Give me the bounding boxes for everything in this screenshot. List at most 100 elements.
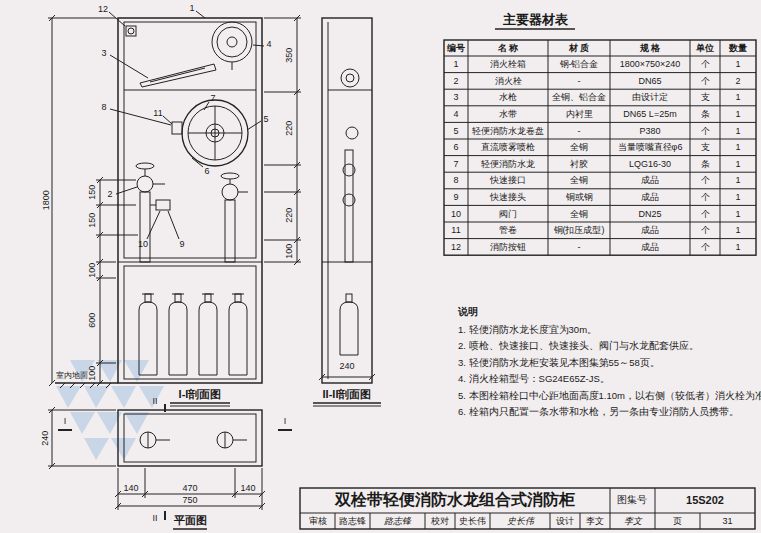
table-cell: 个 [701,126,710,136]
table-cell: 铜(扣压成型) [554,225,605,235]
table-cell: 个 [701,59,710,69]
table-title: 主要器材表 [503,13,568,28]
table-cell: 条 [701,109,710,119]
note-line: 6. 栓箱内只配置一条水带和水枪，另一条由专业消防人员携带。 [458,407,739,418]
table-cell: 12 [451,242,461,252]
table-header: 规 格 [640,43,661,53]
table-cell: 个 [701,175,710,185]
view-title: I-I剖面图 [179,388,222,401]
title-block-cell: 李文 [586,516,604,526]
dimension-text: 600 [88,312,98,327]
table-cell: 1 [735,175,740,185]
dimension-text: 150 [88,184,98,199]
title-block-cell: 校对 [431,516,449,526]
title-block-cell: 史长伟 [507,516,534,526]
dimension-text: 220 [285,120,295,135]
callout-number: 11 [153,108,162,118]
table-cell: 轻便消防水龙卷盘 [472,126,544,136]
callout-number: 8 [101,102,106,112]
table-cell: 1 [735,59,740,69]
table-cell: 阀门 [499,209,517,219]
title-block-cell: 路志锋 [384,516,411,526]
table-cell: 成品 [641,225,659,235]
table-cell: 全铜 [570,209,588,219]
callout-number: 3 [101,48,106,58]
table-cell: 支 [701,92,710,102]
title-block-cell: 李文 [624,516,642,526]
table-cell: 当量喷嘴直径φ6 [618,142,683,152]
table-cell: 水带 [499,109,517,119]
table-cell: 支 [701,142,710,152]
table-cell: DN65 L=25m [623,109,676,119]
title-block-cell: 审核 [309,516,327,526]
callout-number: 9 [179,239,184,249]
table-cell: 1 [735,109,740,119]
section-marker: II [152,513,157,523]
table-cell: 衬胶 [570,159,588,169]
callout-number: 10 [138,239,148,249]
table-cell: DN25 [638,209,661,219]
table-cell: 个 [701,192,710,202]
table-cell: 11 [451,225,460,235]
dimension-text: 1800 [41,190,51,210]
table-cell: 成品 [641,242,659,252]
callout-number: 4 [266,39,271,49]
table-cell: 1 [735,92,740,102]
table-cell: LQG16-30 [629,159,671,169]
note-line: 1. 轻便消防水龙长度宜为30m。 [458,325,597,336]
callout-number: 7 [210,93,215,103]
table-cell: 1 [735,242,740,252]
table-cell: 消火栓箱 [490,59,526,69]
table-cell: 1 [735,192,740,202]
table-cell: 消防按钮 [490,242,526,252]
view-title: II-II剖面图 [323,388,372,401]
table-cell: 4 [453,109,458,119]
table-cell: 快速接口 [490,175,526,185]
title-block-cell: 设计 [556,516,574,526]
table-cell: 8 [453,175,458,185]
dimension-text: 100 [88,365,98,380]
callout-number: 2 [107,189,112,199]
notes-heading: 说明 [458,306,478,318]
table-cell: 1800×750×240 [620,59,681,69]
note-line: 3. 轻便消防水龙柜安装见本图集第55～58页。 [458,358,660,369]
title-block-cell: 图集号 [617,494,647,506]
dimension-text: 350 [285,47,295,62]
table-cell: 铜或钢 [566,192,593,202]
dimension-text: 240 [41,430,51,445]
table-cell: - [578,126,581,136]
table-cell: 1 [735,209,740,219]
note-line: 2. 喷枪、快速接口、快速接头、阀门与水龙配套供应。 [458,341,699,352]
table-header: 编号 [447,43,465,53]
title-block-cell: 31 [722,516,732,526]
table-cell: 1 [735,126,740,136]
callout-number: 1 [189,3,194,13]
dimension-text: 750 [182,495,197,505]
title-block-cell: 路志锋 [339,516,366,526]
table-cell: 7 [453,159,458,169]
dimension-text: 220 [285,207,295,222]
table-cell: 2 [453,76,458,86]
note-line: 4. 消火栓箱型号：SG24E65Z-JS。 [458,374,610,385]
table-cell: 快速接头 [490,192,526,202]
table-cell: 3 [453,92,458,102]
dimension-text: 100 [285,243,295,258]
table-cell: P380 [639,126,660,136]
table-cell: 1 [735,225,740,235]
table-cell: 全铜 [570,175,588,185]
table-header: 材 质 [569,43,590,53]
title-block-cell: 页 [673,516,682,526]
table-cell: 内衬里 [566,109,593,119]
dimension-text: 140 [240,483,255,493]
table-cell: - [578,76,581,86]
dimension-text: 140 [123,483,138,493]
table-cell: 1 [735,142,740,152]
table-cell: 个 [701,76,710,86]
table-cell: 水枪 [499,92,517,102]
table-cell: 全铜 [570,142,588,152]
table-header: 数量 [729,43,747,53]
table-cell: 钢-铝合金 [560,59,599,69]
callout-number: 5 [263,114,268,124]
table-cell: 消火栓 [495,76,522,86]
